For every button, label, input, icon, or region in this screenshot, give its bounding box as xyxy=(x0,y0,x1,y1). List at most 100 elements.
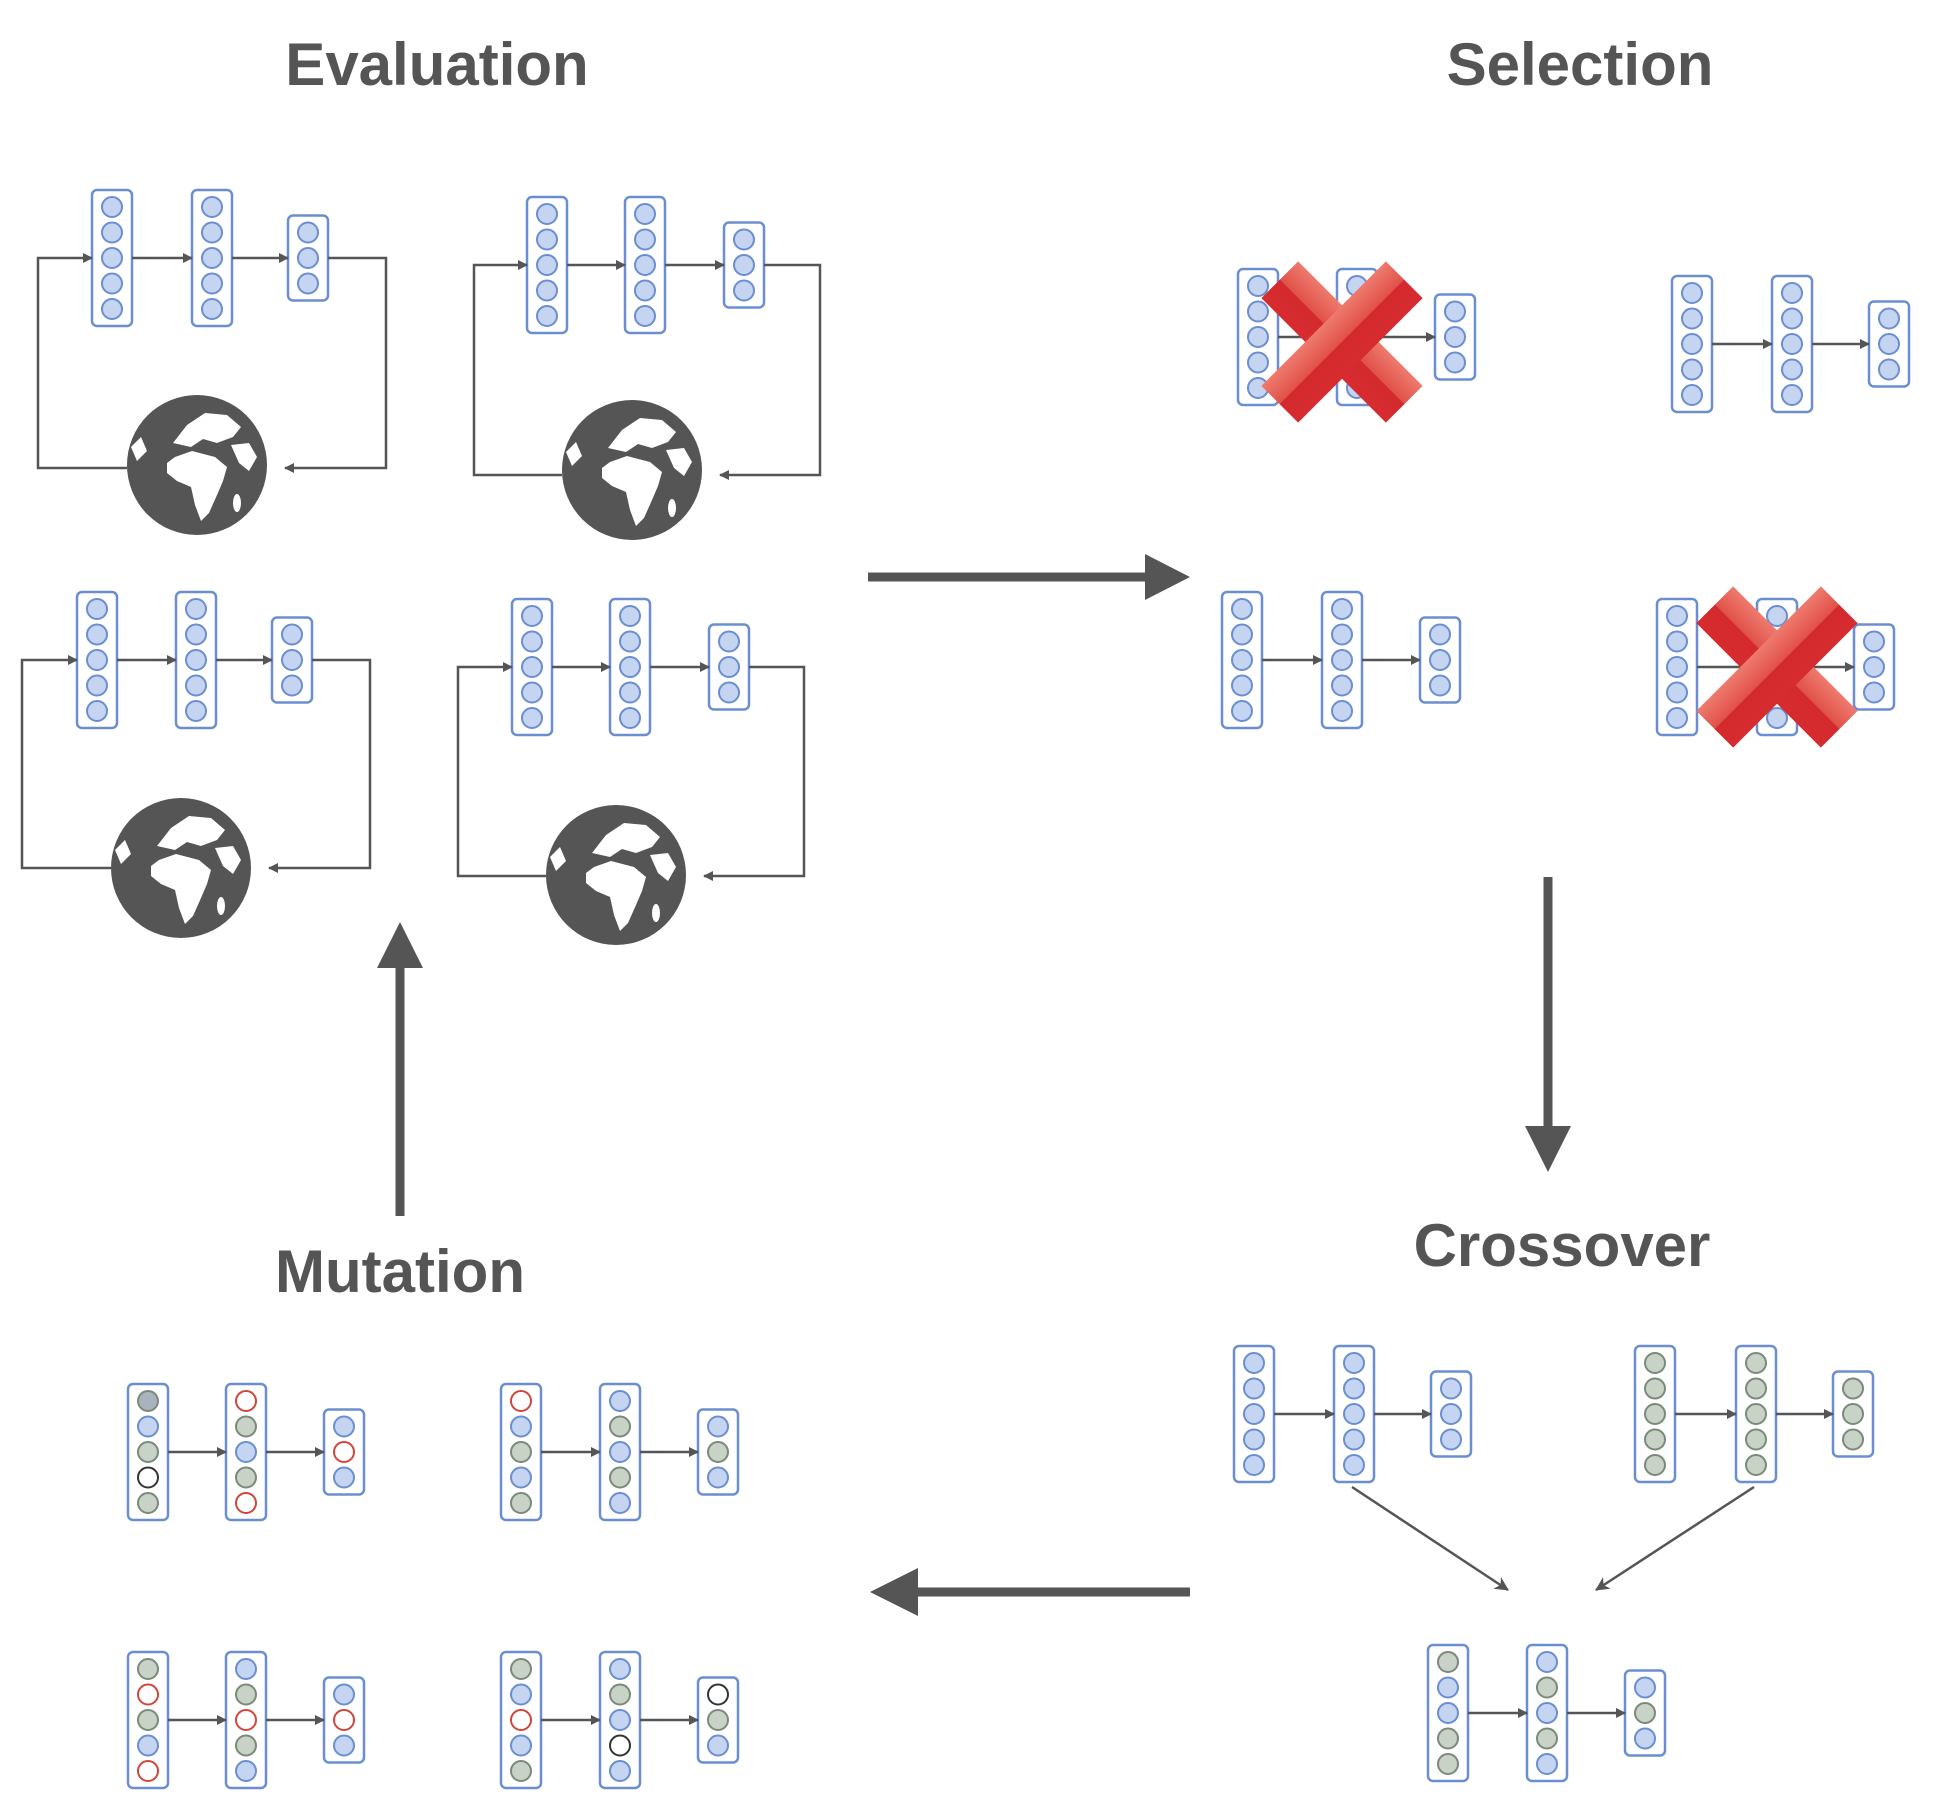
neuron xyxy=(1440,1428,1462,1451)
neuron xyxy=(1536,1676,1558,1699)
neuron xyxy=(137,1466,159,1489)
neuron xyxy=(733,254,755,276)
neuron xyxy=(1863,630,1885,653)
neuron xyxy=(510,1709,532,1731)
mutation-network-d xyxy=(499,1650,740,1790)
neuron xyxy=(137,1441,159,1463)
neuron xyxy=(101,196,123,218)
neuron xyxy=(1536,1727,1558,1750)
neuron xyxy=(1231,623,1253,646)
selection-network-top-right xyxy=(1670,274,1911,414)
neuron xyxy=(1878,307,1900,330)
neuron xyxy=(1331,649,1353,671)
eval-d-network xyxy=(510,597,751,737)
neuron xyxy=(1644,1428,1666,1451)
neuron xyxy=(1247,326,1269,348)
reject-x-icon xyxy=(1696,586,1858,748)
neuron xyxy=(1644,1403,1666,1425)
neuron xyxy=(1666,630,1688,653)
neuron xyxy=(86,598,108,620)
eval-c-loop xyxy=(20,655,372,938)
neuron xyxy=(609,1709,631,1731)
neuron xyxy=(609,1415,631,1438)
networks xyxy=(20,188,1911,1790)
neuron xyxy=(1437,1702,1459,1724)
neuron xyxy=(510,1415,532,1438)
neuron xyxy=(1878,333,1900,355)
neuron xyxy=(510,1734,532,1757)
neuron xyxy=(1440,1377,1462,1400)
env-feedback-arrow xyxy=(284,256,388,473)
neuron xyxy=(609,1658,631,1680)
env-input-arrow xyxy=(472,260,562,477)
neuron xyxy=(101,247,123,269)
neuron xyxy=(1429,649,1451,671)
neuron xyxy=(1766,605,1788,627)
neuron xyxy=(235,1683,257,1706)
neuron xyxy=(1634,1702,1656,1724)
selection-title: Selection xyxy=(1447,31,1714,98)
neuron xyxy=(1745,1428,1767,1451)
neuron xyxy=(1343,1403,1365,1425)
neuron xyxy=(718,630,740,653)
env-input-arrow xyxy=(20,655,111,870)
neuron xyxy=(1745,1454,1767,1476)
neuron xyxy=(185,674,207,697)
neuron xyxy=(707,1415,729,1438)
neuron xyxy=(235,1760,257,1782)
neuron xyxy=(619,656,641,678)
neuron xyxy=(185,623,207,646)
arrow-evaluation-to-selection xyxy=(868,554,1190,600)
neuron xyxy=(86,623,108,646)
neuron xyxy=(86,649,108,671)
neuron xyxy=(137,1390,159,1412)
neuron xyxy=(333,1709,355,1731)
neuron xyxy=(1331,598,1353,620)
neuron xyxy=(235,1492,257,1514)
neuron xyxy=(1666,605,1688,627)
globe-icon xyxy=(111,798,251,938)
neuron xyxy=(1666,681,1688,704)
neuron xyxy=(1231,674,1253,697)
eval-a-network xyxy=(90,188,330,328)
neuron xyxy=(609,1492,631,1514)
eval-c-network xyxy=(75,590,314,730)
env-feedback-arrow xyxy=(703,665,806,881)
neuron xyxy=(536,254,558,276)
neuron xyxy=(609,1734,631,1757)
neuron xyxy=(1231,598,1253,620)
neuron xyxy=(1247,300,1269,323)
neuron xyxy=(707,1441,729,1463)
neuron xyxy=(1437,1753,1459,1775)
neuron xyxy=(707,1683,729,1706)
neuron xyxy=(101,272,123,295)
neuron xyxy=(1863,681,1885,704)
neuron xyxy=(201,247,223,269)
neuron xyxy=(510,1760,532,1782)
env-input-arrow xyxy=(36,253,127,470)
neuron xyxy=(1842,1377,1864,1400)
selection-network-bottom-left xyxy=(1220,590,1462,730)
neuron xyxy=(1666,656,1688,678)
neuron xyxy=(1343,1428,1365,1451)
neuron xyxy=(86,674,108,697)
neuron xyxy=(521,707,543,729)
neuron xyxy=(1745,1377,1767,1400)
neuron xyxy=(1634,1727,1656,1750)
neuron xyxy=(733,228,755,251)
crossover-parent-b xyxy=(1633,1344,1875,1484)
neuron xyxy=(1247,351,1269,374)
neuron xyxy=(521,681,543,704)
neuron xyxy=(707,1466,729,1489)
neuron xyxy=(510,1683,532,1706)
neuron xyxy=(297,221,319,244)
neuron xyxy=(619,707,641,729)
neuron xyxy=(281,649,303,671)
neuron xyxy=(1343,1454,1365,1476)
neuron xyxy=(521,656,543,678)
neuron xyxy=(333,1466,355,1489)
neuron xyxy=(137,1492,159,1514)
eval-b-loop xyxy=(472,260,822,540)
neuron xyxy=(333,1683,355,1706)
